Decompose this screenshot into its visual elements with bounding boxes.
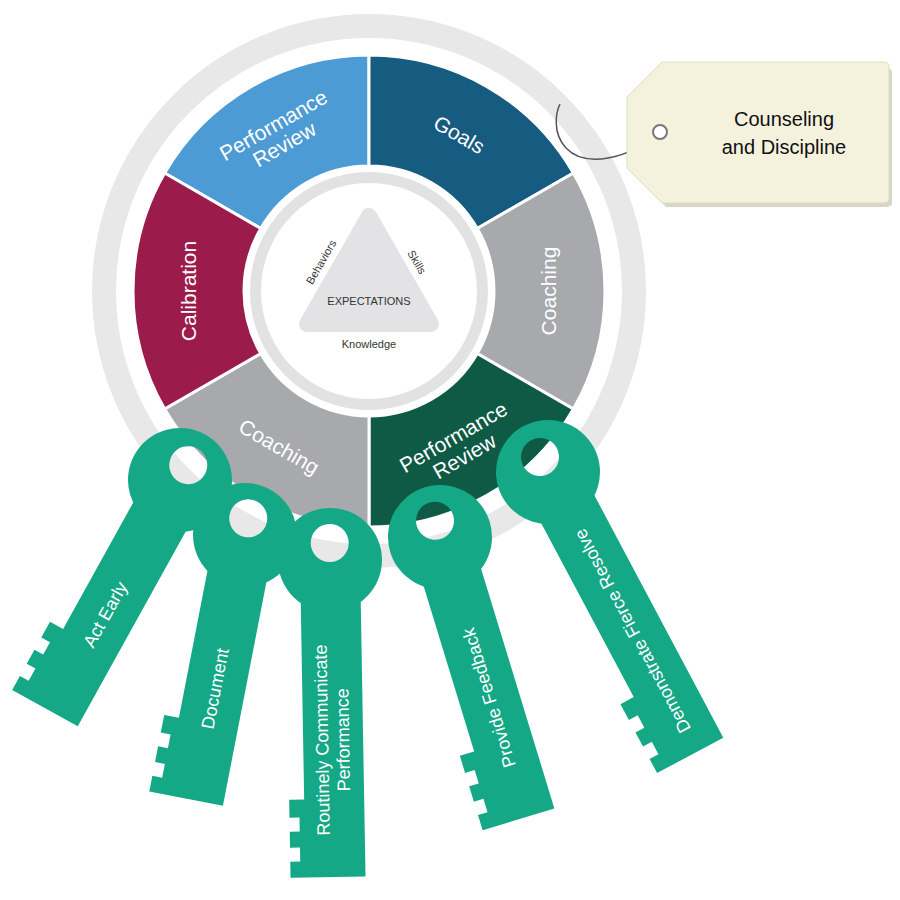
segment-label-slot: Calibration (149, 216, 229, 366)
key-label-slot: Act Early (30, 512, 180, 718)
key-label: Document (197, 646, 233, 730)
key-label: Routinely Communicate Performance (310, 618, 356, 863)
triangle-center-label: EXPECTATIONS (327, 295, 410, 307)
tag-label: Counseling and Discipline (717, 105, 852, 161)
triangle-base-label: Knowledge (342, 338, 396, 350)
tag-shape (622, 58, 894, 208)
tag-fill (627, 62, 889, 203)
key-blade (409, 566, 555, 830)
key-blade (527, 493, 723, 773)
key-label-slot: Provide Feedback (427, 579, 552, 816)
segment-label: Coaching (538, 247, 560, 336)
segment-label: Calibration (178, 241, 200, 341)
segment-label-slot: Coaching (509, 216, 589, 366)
segment-label: Coaching (235, 415, 323, 478)
triangle-fill (307, 216, 431, 324)
key-blade (286, 599, 366, 877)
triangle-label-slot: EXPECTATIONS (319, 292, 419, 310)
key-head (277, 507, 383, 613)
key-ring (104, 26, 634, 556)
key-label-slot: Routinely Communicate Performance (301, 612, 365, 867)
expectations-triangle: BehaviorsSkillsEXPECTATIONSKnowledge (285, 200, 453, 356)
key-label-slot: Demonstrate Fierce Resolve (546, 505, 718, 757)
segment-label: Goals (430, 112, 489, 159)
center-halo (250, 172, 488, 410)
segment-fill (133, 173, 261, 409)
key-shape: Routinely Communicate Performance (274, 504, 391, 882)
key-label: Act Early (79, 578, 132, 651)
key-label-slot: Document (166, 581, 264, 796)
tag-eyelet (653, 125, 667, 139)
key-blade (12, 493, 187, 726)
key-blade (149, 566, 267, 806)
tag-label-slot: Counseling and Discipline (684, 68, 884, 198)
callout-tag: Counseling and Discipline (622, 58, 894, 208)
ring-segment: Calibration (131, 170, 263, 412)
key-label: Provide Feedback (458, 625, 520, 770)
triangle-label-slot: Knowledge (319, 335, 419, 353)
center-disc (261, 183, 477, 399)
